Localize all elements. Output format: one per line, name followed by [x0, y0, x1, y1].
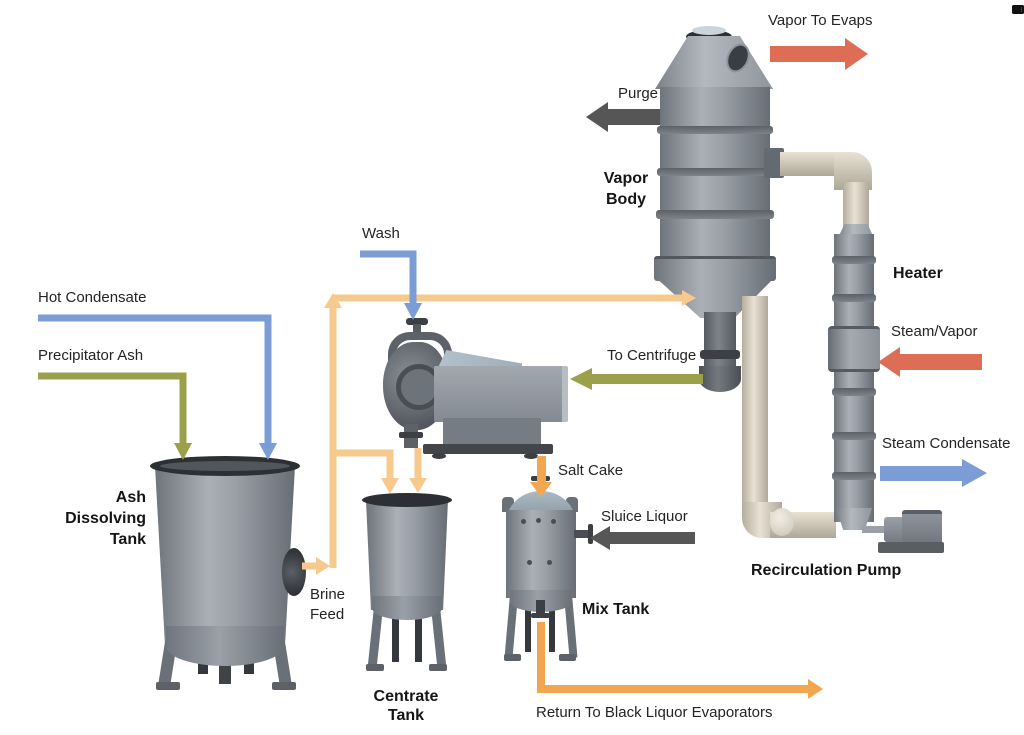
- mix-tank-side-flange: [588, 524, 593, 544]
- centrifuge-housing: [434, 366, 568, 422]
- steam-condensate-label: Steam Condensate: [882, 435, 1011, 452]
- centrifuge-drop-flange: [399, 432, 423, 438]
- corner-mark: [1012, 5, 1024, 14]
- to-centrifuge-label: To Centrifuge: [607, 347, 697, 364]
- heater-belt-section: [828, 326, 880, 372]
- ash-tank-shell: [155, 466, 295, 642]
- mix-tank-nozzle-dot: [521, 519, 526, 524]
- precipitator-ash-label: Precipitator Ash: [38, 347, 144, 364]
- purge-label: Purge: [618, 85, 659, 102]
- hot-condensate-label: Hot Condensate: [38, 289, 147, 306]
- mix-tank-label: Mix Tank: [582, 601, 650, 618]
- centrifuge-base-plate: [423, 444, 553, 454]
- centrate-tank-bottom-bowl: [372, 596, 442, 620]
- return-evaporators-label: Return To Black Liquor Evaporators: [536, 704, 773, 721]
- wash-label: Wash: [362, 225, 400, 242]
- sluice-liquor-arrow: [590, 526, 695, 550]
- mix-tank-bottom-nozzle: [536, 600, 545, 618]
- steam-vapor-label: Steam/Vapor: [891, 323, 978, 340]
- mix-tank-nozzle-dot: [527, 560, 532, 565]
- centrate-tank-rim: [362, 493, 452, 507]
- hot-condensate-arrow: [38, 314, 277, 460]
- vapor-body-band: [657, 126, 773, 134]
- wash-arrow: [360, 250, 422, 320]
- centrifuge-inlet-stem: [413, 324, 421, 338]
- brine-feed-label: Brine Feed: [310, 586, 346, 623]
- vapor-body-side-nozzle: [764, 148, 784, 178]
- mix-tank-nozzle-dot: [551, 519, 556, 524]
- centrifuge-foot: [524, 453, 538, 459]
- mix-tank-foot: [559, 654, 576, 661]
- pump-motor: [902, 510, 942, 547]
- mix-tank-leg-rear: [549, 590, 555, 652]
- heater-band: [832, 294, 876, 302]
- centrifuge-top-pipe-loop: [388, 332, 452, 368]
- mix-tank-nozzle-dot: [536, 518, 541, 523]
- vapor-body-outlet-pipe: [704, 312, 736, 374]
- centrate-tank-foot: [366, 664, 384, 671]
- purge-arrow: [586, 102, 660, 132]
- ash-tank-side-flange: [282, 548, 306, 596]
- vapor-body-outlet-bell: [699, 366, 741, 392]
- mix-tank-side-nozzle: [574, 530, 590, 538]
- mix-tank-shell: [506, 510, 576, 598]
- steam-condensate-arrow: [880, 459, 987, 487]
- centrate-tank-label: Centrate Tank: [373, 688, 439, 724]
- pump-base-plate: [878, 542, 944, 553]
- vapor-to-evaps-arrow: [770, 38, 868, 70]
- heater-band: [832, 432, 876, 440]
- centrifuge-lower-box: [443, 418, 541, 446]
- return-evaporators-arrow: [537, 622, 823, 699]
- centrate-tank-leg-rear: [392, 600, 399, 662]
- ash-tank-bottom-bowl: [166, 626, 284, 666]
- pipe-bottom-vertical: [742, 296, 768, 518]
- pump-shaft: [862, 526, 888, 533]
- ash-tank-foot: [272, 682, 296, 690]
- recirculation-pump-label: Recirculation Pump: [751, 562, 902, 579]
- heater-band: [832, 388, 876, 396]
- precipitator-ash-arrow: [38, 372, 192, 460]
- mix-tank-leg-rear: [525, 590, 531, 652]
- ash-tank-rim-inner: [160, 461, 290, 471]
- vapor-body-cap-dome: [692, 26, 726, 35]
- pipe-valve-ball: [770, 508, 794, 536]
- mix-tank-top-nozzle-cap: [531, 476, 550, 481]
- centrate-tank-foot: [429, 664, 447, 671]
- vapor-body-outlet-collar: [700, 350, 740, 359]
- pump-head: [884, 517, 904, 542]
- vapor-body-cone: [655, 36, 773, 89]
- sluice-liquor-label: Sluice Liquor: [601, 508, 688, 525]
- centrate-tank-leg-rear: [415, 600, 422, 662]
- vapor-to-evaps-label: Vapor To Evaps: [768, 12, 873, 29]
- heater-bottom-cone: [836, 508, 872, 530]
- ash-tank-foot: [156, 682, 180, 690]
- heater-label: Heater: [893, 265, 943, 282]
- centrifuge-to-centrate-arrow: [409, 448, 427, 493]
- mix-tank-nozzle-dot: [547, 560, 552, 565]
- centrifuge-inlet-cap: [406, 318, 428, 325]
- ash-dissolving-tank-label: Ash Dissolving Tank: [65, 489, 146, 548]
- heater-band: [832, 256, 876, 264]
- heater-band: [832, 472, 876, 480]
- vapor-body-label: Vapor Body: [603, 170, 649, 208]
- centrifuge-foot: [432, 453, 446, 459]
- mix-tank-bottom-flange: [531, 613, 550, 618]
- mix-tank-foot: [504, 654, 521, 661]
- salt-cake-label: Salt Cake: [558, 462, 624, 479]
- vapor-body-band: [657, 168, 773, 176]
- vapor-body-band: [656, 210, 774, 219]
- to-centrifuge-arrow: [570, 368, 703, 390]
- centrate-tank-shell: [366, 500, 448, 610]
- steam-vapor-arrow: [878, 347, 982, 377]
